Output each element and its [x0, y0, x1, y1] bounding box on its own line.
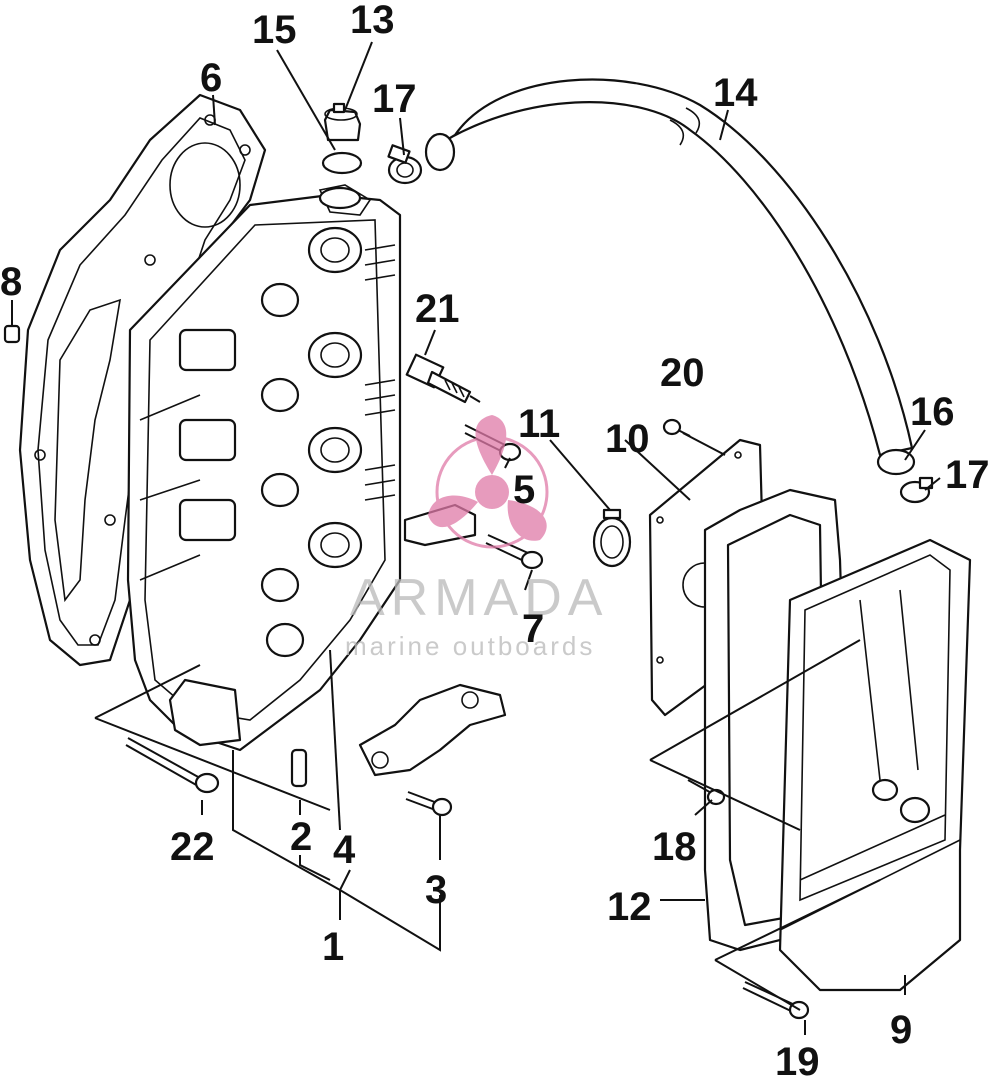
label-18: 18 [652, 825, 697, 869]
label-17-top: 17 [372, 77, 417, 121]
label-20: 20 [660, 351, 705, 395]
label-4: 4 [333, 828, 356, 872]
o-ring [321, 151, 363, 175]
label-19: 19 [775, 1040, 820, 1079]
label-9: 9 [890, 1008, 912, 1052]
cooling-fins [364, 244, 396, 501]
label-12: 12 [607, 885, 652, 929]
head-cover [778, 538, 972, 992]
bolt-19 [742, 981, 810, 1020]
spark-plug [405, 353, 481, 404]
bolt-22 [125, 737, 220, 794]
label-3: 3 [425, 868, 447, 912]
label-14: 14 [713, 71, 758, 115]
lower-bracket [358, 683, 507, 777]
label-10: 10 [605, 417, 650, 461]
watermark-logo-icon [428, 415, 549, 549]
label-17-right: 17 [945, 453, 990, 497]
label-22: 22 [170, 825, 215, 869]
label-1: 1 [322, 925, 344, 969]
label-15: 15 [252, 8, 297, 52]
label-8: 8 [0, 260, 22, 304]
label-16: 16 [910, 390, 955, 434]
label-7: 7 [522, 607, 544, 651]
bolt-3 [405, 791, 453, 817]
bolt-7 [485, 534, 544, 570]
watermark-title: ARMADA [350, 569, 608, 627]
label-21: 21 [415, 287, 460, 331]
water-hose [424, 78, 916, 476]
rocker-blocks [139, 328, 237, 581]
pin-8 [3, 324, 21, 344]
hose-clamp-top [387, 144, 423, 185]
o-ring-11 [592, 508, 632, 568]
watermark-subtitle: marine outboards [345, 631, 595, 661]
label-13: 13 [350, 0, 395, 42]
label-5: 5 [513, 468, 535, 512]
label-11: 11 [518, 402, 560, 446]
label-6: 6 [200, 56, 222, 100]
watermark: ARMADA marine outboards [345, 415, 608, 661]
valve-ports [260, 226, 363, 658]
cap-plug [323, 102, 362, 142]
dowel-pin [290, 748, 308, 788]
hose-clamp-right [899, 476, 934, 504]
leader-lines [11, 41, 941, 1035]
cylinder-head [126, 184, 402, 752]
label-2: 2 [290, 815, 312, 859]
